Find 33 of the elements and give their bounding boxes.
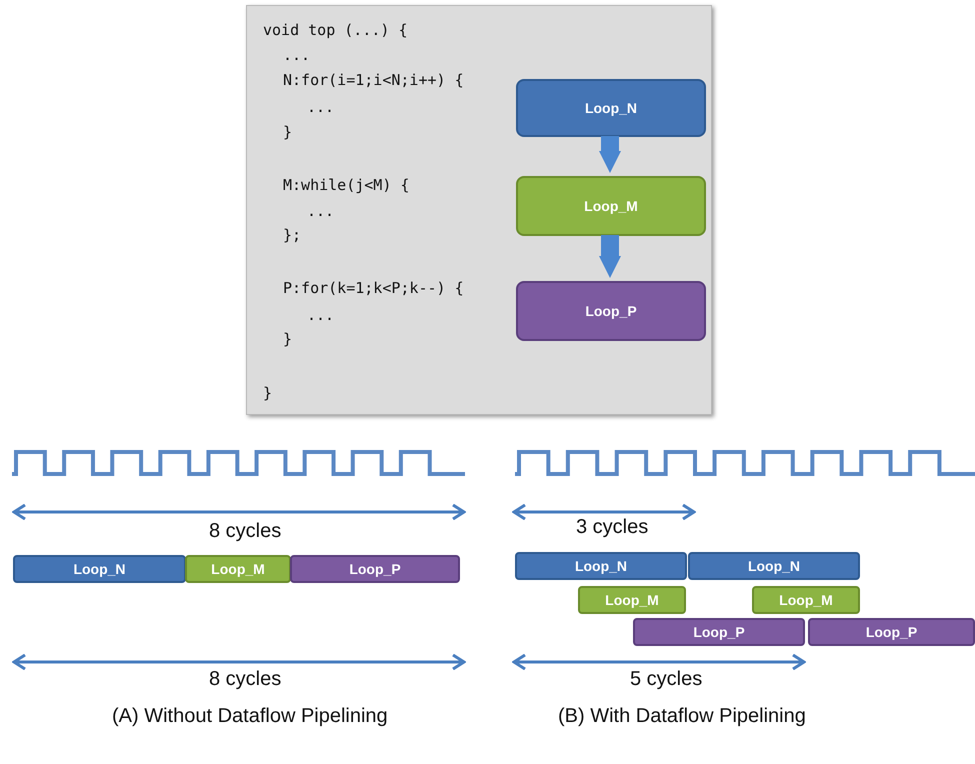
- code-line: ...: [283, 46, 310, 64]
- caption: (A) Without Dataflow Pipelining: [112, 705, 388, 728]
- timeline-bar: Loop_P: [808, 618, 975, 646]
- code-line: }: [283, 330, 292, 348]
- code-line: P:for(k=1;k<P;k--) {: [283, 279, 464, 297]
- timeline-bar: Loop_M: [578, 586, 686, 614]
- code-line: }: [263, 384, 272, 402]
- code-line: N:for(i=1;i<N;i++) {: [283, 71, 464, 89]
- cycle-count-label: 5 cycles: [630, 668, 702, 691]
- loop-box: Loop_M: [516, 176, 706, 236]
- arrow: [599, 136, 621, 173]
- loop-box: Loop_P: [516, 281, 706, 341]
- timeline-bar: Loop_N: [515, 552, 687, 580]
- code-line: ...: [307, 98, 334, 116]
- code-line: }: [283, 123, 292, 141]
- caption: (B) With Dataflow Pipelining: [558, 705, 806, 728]
- code-line: ...: [307, 306, 334, 324]
- arrow: [599, 235, 621, 278]
- timeline-bar: Loop_M: [185, 555, 291, 583]
- timeline-bar: Loop_P: [290, 555, 460, 583]
- code-panel: [246, 5, 712, 415]
- code-line: void top (...) {: [263, 21, 408, 39]
- cycle-count-label: 8 cycles: [209, 520, 282, 543]
- code-line: };: [283, 226, 302, 244]
- timeline-bar: Loop_P: [633, 618, 805, 646]
- loop-box: Loop_N: [516, 79, 706, 137]
- cycle-count-label: 8 cycles: [209, 668, 282, 691]
- code-line: M:while(j<M) {: [283, 176, 410, 194]
- timeline-bar: Loop_N: [13, 555, 186, 583]
- code-line: ...: [307, 202, 334, 220]
- timeline-bar: Loop_N: [688, 552, 860, 580]
- cycle-count-label: 3 cycles: [576, 516, 648, 539]
- timeline-bar: Loop_M: [752, 586, 860, 614]
